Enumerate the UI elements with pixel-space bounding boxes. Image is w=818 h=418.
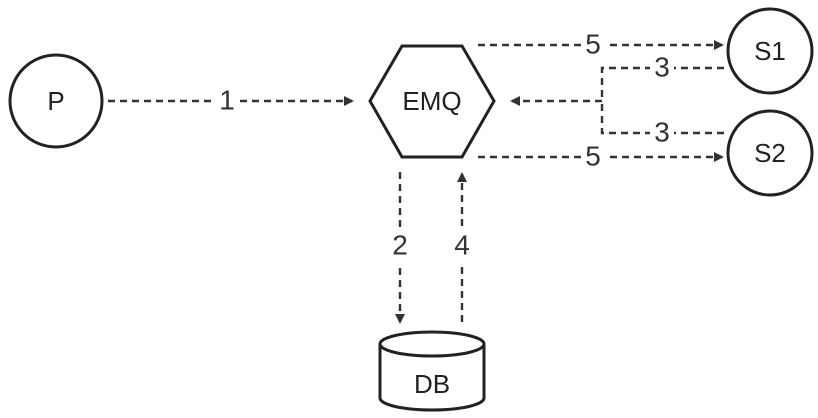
edge-s1-to-emq-line bbox=[600, 66, 724, 101]
node-producer-circle bbox=[8, 53, 104, 149]
edge-s1-to-emq: 3 bbox=[600, 51, 724, 101]
edge-db-to-emq-label: 4 bbox=[454, 229, 470, 260]
edge-s2-to-emq-label-bg bbox=[650, 116, 674, 150]
edge-emq-to-s2-label: 5 bbox=[585, 140, 601, 171]
edge-emq-to-s2: 5 bbox=[478, 140, 724, 174]
node-broker-hexagon bbox=[368, 44, 496, 159]
edge-p-to-emq-label: 1 bbox=[219, 84, 235, 115]
node-subscriber-1-circle bbox=[726, 7, 814, 95]
edge-s2-to-emq-line bbox=[600, 101, 724, 135]
edge-s2-to-emq-label: 3 bbox=[654, 116, 670, 147]
edge-s1-to-emq-label-bg bbox=[650, 51, 674, 85]
edge-p-to-emq: 1 bbox=[108, 84, 354, 118]
edge-emq-to-db-label-bg bbox=[388, 228, 412, 264]
node-database-label: DB bbox=[414, 369, 450, 399]
node-broker: EMQ bbox=[368, 44, 496, 159]
edge-p-to-emq-label-bg bbox=[216, 84, 238, 118]
edge-emq-to-s1-label-bg bbox=[581, 28, 605, 62]
node-database-top bbox=[378, 330, 486, 358]
edge-s2-to-emq: 3 bbox=[600, 101, 724, 150]
node-database-body bbox=[378, 344, 486, 412]
node-subscriber-1: S1 bbox=[726, 7, 814, 95]
edge-emq-to-s2-label-bg bbox=[581, 140, 605, 174]
node-subscriber-2-circle bbox=[726, 109, 814, 197]
node-database: DB bbox=[378, 330, 486, 412]
node-subscriber-2-label: S2 bbox=[754, 138, 786, 168]
node-broker-label: EMQ bbox=[402, 86, 461, 116]
edge-emq-to-s1-label: 5 bbox=[585, 28, 601, 59]
edge-s1-to-emq-label: 3 bbox=[654, 51, 670, 82]
edge-emq-to-db-label: 2 bbox=[392, 229, 408, 260]
node-producer: P bbox=[8, 53, 104, 149]
edge-db-to-emq: 4 bbox=[450, 172, 474, 322]
edge-emq-to-s1: 5 bbox=[478, 28, 724, 62]
edge-emq-to-db: 2 bbox=[388, 172, 412, 324]
node-subscriber-2: S2 bbox=[726, 109, 814, 197]
edge-db-to-emq-label-bg bbox=[450, 228, 474, 264]
node-producer-label: P bbox=[47, 86, 64, 116]
node-subscriber-1-label: S1 bbox=[754, 36, 786, 66]
